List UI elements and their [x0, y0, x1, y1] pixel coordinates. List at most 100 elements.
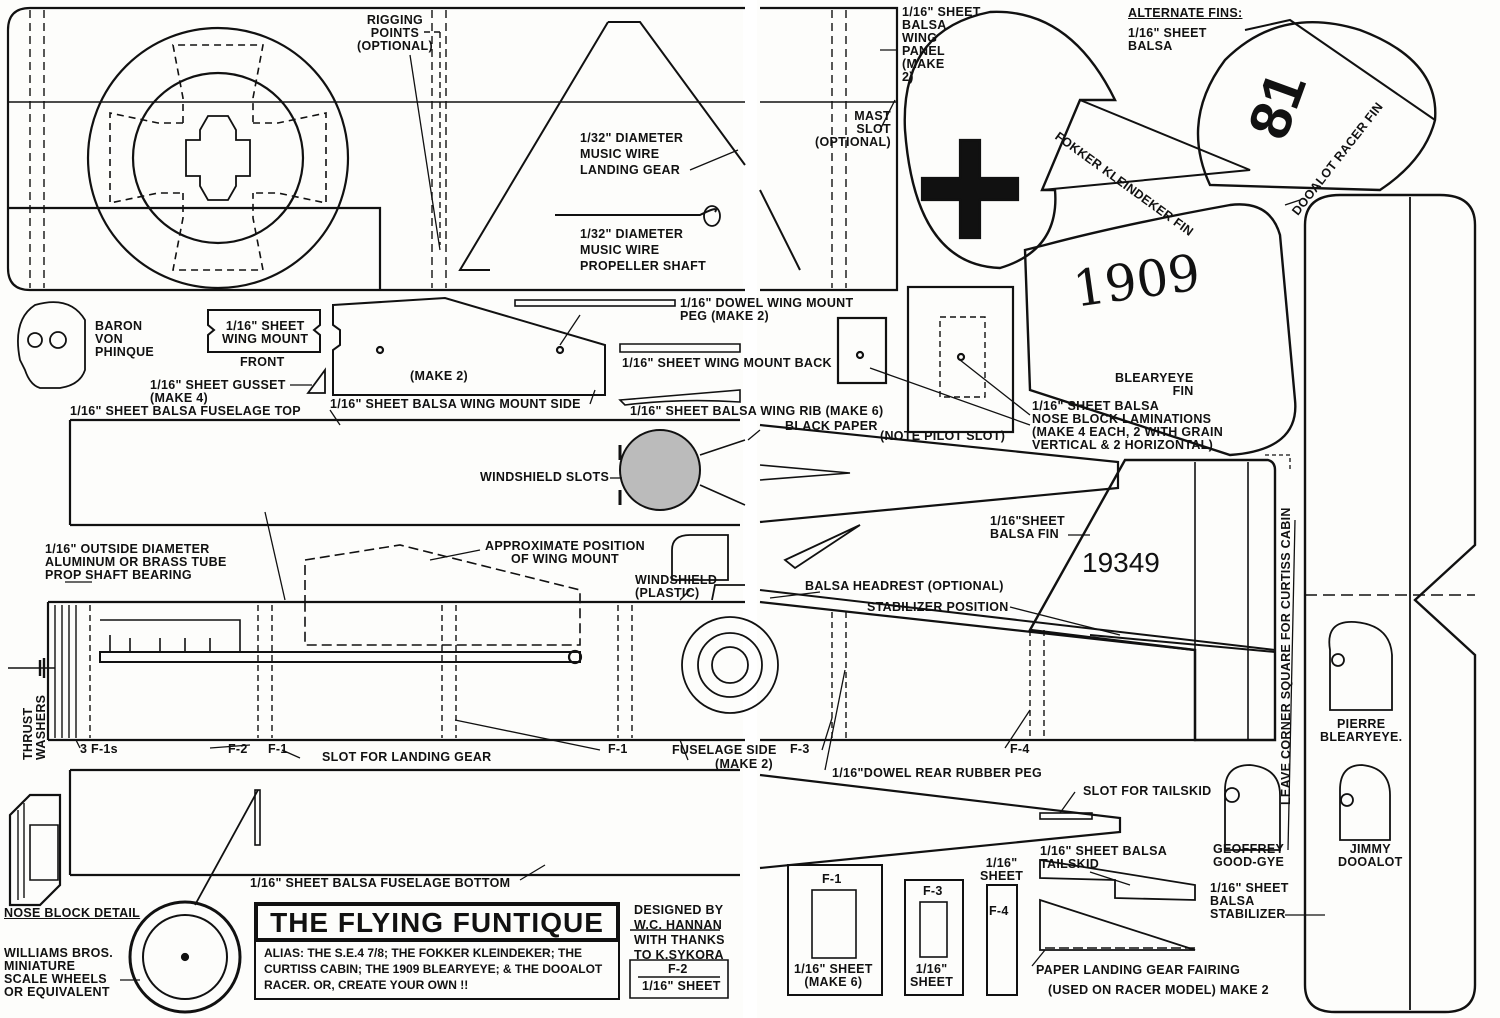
label-prop-bearing: 1/16" OUTSIDE DIAMETER ALUMINUM OR BRASS…	[45, 542, 227, 582]
wing-panel-left	[6, 6, 746, 292]
headrest	[783, 524, 861, 570]
plan-title: THE FLYING FUNTIQUE	[254, 902, 620, 942]
label-dowel-wing-mount: 1/16" DOWEL WING MOUNT PEG (MAKE 2)	[680, 296, 854, 323]
label-wing-mount-back: 1/16" SHEET WING MOUNT BACK	[622, 356, 832, 370]
leader-lines	[65, 49, 1325, 981]
label-make2b: (MAKE 2)	[715, 757, 773, 771]
label-alt-fin-material: 1/16" SHEET BALSA	[1128, 26, 1207, 53]
label-f3-part: F-3	[923, 884, 943, 898]
label-tailskid: 1/16" SHEET BALSA TAILSKID	[1040, 844, 1168, 871]
landing-gear-fairing	[1039, 898, 1196, 951]
label-f3: F-3	[790, 742, 810, 756]
label-fuselage-side: FUSELAGE SIDE	[672, 743, 777, 757]
label-3-f1s: 3 F-1s	[80, 742, 118, 756]
label-make2: (MAKE 2)	[410, 369, 468, 383]
label-jimmy: JIMMY DOOALOT	[1338, 842, 1403, 869]
label-f1-part: F-1	[822, 872, 842, 886]
nose-lam-large	[906, 285, 1015, 434]
label-fuselage-bottom: 1/16" SHEET BALSA FUSELAGE BOTTOM	[250, 876, 511, 890]
stabilizer	[1303, 193, 1477, 1014]
label-f3-material: 1/16" SHEET	[910, 962, 954, 989]
label-f2-material: 1/16" SHEET	[642, 979, 721, 993]
label-stab-position: STABILIZER POSITION	[867, 600, 1009, 614]
roundel-inner	[131, 71, 305, 245]
fokker-fin	[903, 10, 1251, 270]
label-landing-gear-wire: 1/32" DIAMETER MUSIC WIRE LANDING GEAR	[580, 131, 684, 177]
label-wing-mount-side: 1/16" SHEET BALSA WING MOUNT SIDE	[330, 397, 581, 411]
label-fuselage-top: 1/16" SHEET BALSA FUSELAGE TOP	[70, 404, 301, 418]
label-wing-panel: 1/16" SHEET BALSA WING PANEL (MAKE 2)	[902, 5, 981, 84]
label-front: FRONT	[240, 355, 285, 369]
label-black-paper: BLACK PAPER	[785, 419, 878, 433]
fuselage-bottom	[68, 768, 1122, 877]
gusset	[306, 367, 326, 394]
label-wheels: WILLIAMS BROS. MINIATURE SCALE WHEELS OR…	[4, 946, 114, 999]
label-f1: F-1	[268, 742, 288, 756]
label-nose-block: 1/16" SHEET BALSA NOSE BLOCK LAMINATIONS…	[1032, 399, 1224, 452]
label-leave-corner: LEAVE CORNER SQUARE FOR CURTISS CABIN	[1279, 507, 1293, 805]
label-f4-part: F-4	[989, 904, 1009, 918]
label-pierre: PIERRE BLEARYEYE.	[1320, 717, 1403, 744]
wing-mount-side	[332, 296, 606, 396]
label-blearyeye-fin: BLEARYEYE FIN	[1115, 371, 1194, 398]
wing-panel-right	[759, 6, 899, 292]
label-f2: F-2	[228, 742, 248, 756]
blearyeye-fin	[1023, 203, 1297, 457]
windshield-part	[671, 534, 729, 581]
balsa-fin	[1028, 454, 1291, 742]
fin-number: 19349	[1082, 547, 1160, 578]
part-f1	[787, 864, 883, 996]
wing-mount-back	[619, 343, 741, 353]
pilot-pierre	[1328, 621, 1393, 711]
wing-mount-front	[207, 309, 321, 353]
label-approx-wing-mount: APPROXIMATE POSITION OF WING MOUNT	[485, 539, 645, 566]
iron-cross	[920, 138, 1020, 240]
prop-shaft-tube	[99, 651, 581, 663]
roundel-outer	[86, 26, 350, 290]
tailskid	[1039, 858, 1196, 901]
label-wing-rib: 1/16" SHEET BALSA WING RIB (MAKE 6)	[630, 404, 884, 418]
label-f1-material: 1/16" SHEET (MAKE 6)	[794, 962, 873, 989]
label-geoffrey: GEOFFREY GOOD-GYE	[1213, 842, 1285, 869]
wheel	[128, 900, 242, 1014]
wing-mount-outline	[304, 544, 581, 646]
pilot-jimmy	[1339, 764, 1391, 841]
label-rigging-points: RIGGING POINTS (OPTIONAL)	[357, 13, 433, 53]
label-baron: BARON VON PHINQUE	[95, 319, 155, 359]
label-f1-right: F-1	[608, 742, 628, 756]
label-alternate-fins: ALTERNATE FINS:	[1128, 6, 1243, 20]
label-windshield-slots: WINDSHIELD SLOTS	[480, 470, 610, 484]
part-f3	[904, 879, 964, 996]
label-windshield: WINDSHIELD (PLASTIC)	[635, 573, 718, 600]
label-prop-shaft-wire: 1/32" DIAMETER MUSIC WIRE PROPELLER SHAF…	[580, 227, 707, 273]
pilot-geoffrey	[1224, 764, 1281, 851]
fuselage-top	[68, 418, 1120, 527]
pilot-baron	[17, 301, 86, 389]
label-paper-fairing: PAPER LANDING GEAR FAIRING	[1036, 963, 1241, 977]
label-f2-tag: F-2	[668, 962, 688, 976]
label-f4-material: 1/16" SHEET	[980, 856, 1024, 883]
nose-lam-small	[836, 316, 888, 385]
part-f4	[986, 884, 1018, 996]
label-slot-tailskid: SLOT FOR TAILSKID	[1083, 784, 1212, 798]
label-balsa-fin: 1/16"SHEET BALSA FIN	[990, 514, 1065, 541]
label-thrust-washers: THRUST WASHERS	[21, 694, 48, 760]
dowel-peg	[514, 299, 676, 307]
label-used-on-racer: (USED ON RACER MODEL) MAKE 2	[1048, 983, 1269, 997]
label-headrest: BALSA HEADREST (OPTIONAL)	[805, 579, 1004, 593]
label-note-pilot-slot: (NOTE PILOT SLOT)	[880, 429, 1006, 443]
label-designed-by: DESIGNED BY W.C. HANNAN WITH THANKS TO K…	[634, 903, 725, 962]
label-f4: F-4	[1010, 742, 1030, 756]
cockpit-disk	[619, 429, 701, 511]
label-mast-slot: MAST SLOT (OPTIONAL)	[815, 109, 891, 149]
label-slot-landing-gear: SLOT FOR LANDING GEAR	[322, 750, 492, 764]
label-gusset: 1/16" SHEET GUSSET (MAKE 4)	[150, 378, 286, 405]
label-wing-mount-front: 1/16" SHEET WING MOUNT	[222, 319, 309, 346]
nose-block-detail	[8, 793, 62, 907]
label-nose-detail: NOSE BLOCK DETAIL	[4, 906, 141, 920]
racer-fin	[1196, 18, 1437, 192]
label-dowel-rear: 1/16"DOWEL REAR RUBBER PEG	[832, 766, 1043, 780]
plan-alias: ALIAS: THE S.E.4 7/8; THE FOKKER KLEINDE…	[254, 940, 620, 1000]
